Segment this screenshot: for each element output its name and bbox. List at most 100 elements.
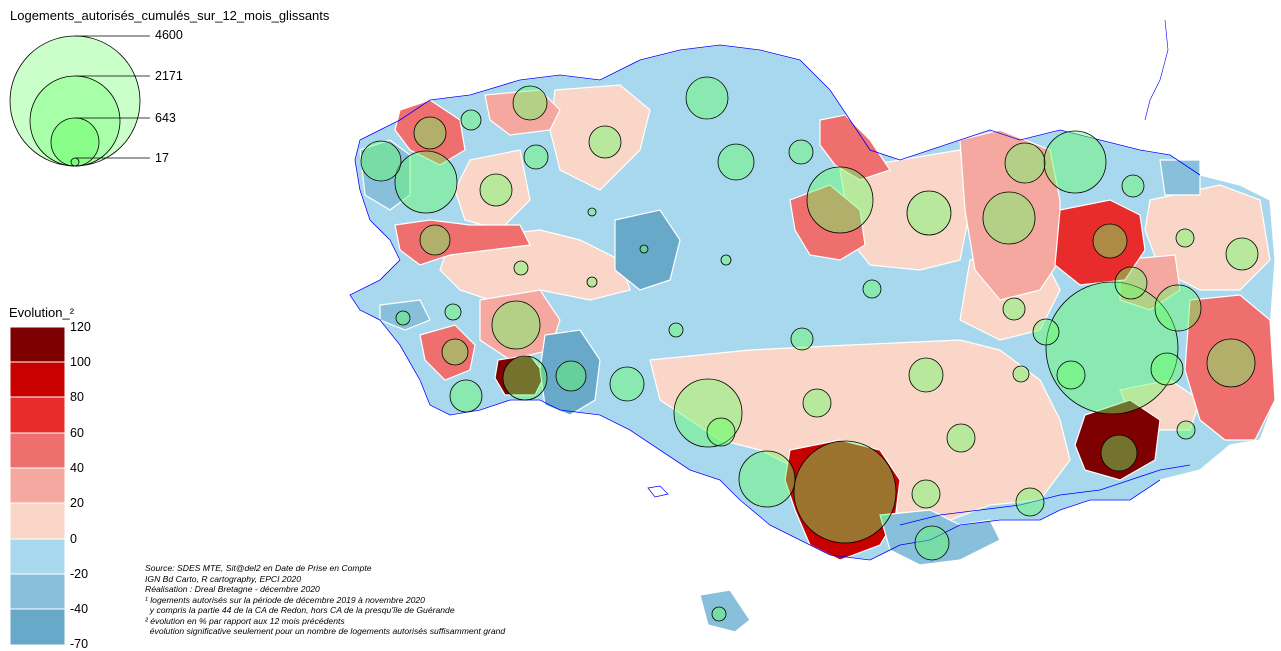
territory-blue-2 — [614, 209, 681, 291]
bubble — [668, 322, 684, 338]
territory-blue-6 — [379, 299, 431, 331]
bubble — [1012, 365, 1030, 383]
territory-blue-7 — [1159, 159, 1201, 196]
bubble — [1175, 228, 1195, 248]
bubble — [1032, 318, 1060, 346]
evo-break-label: 80 — [70, 390, 84, 404]
bubble — [720, 254, 732, 266]
evo-swatch-60-80 — [9, 396, 66, 434]
bubble — [1121, 174, 1145, 198]
bubble — [790, 327, 814, 351]
bubble — [491, 300, 541, 350]
bubble — [502, 355, 548, 401]
bubble — [441, 338, 469, 366]
evo-swatch-20-40 — [9, 467, 66, 504]
bubble — [1150, 352, 1184, 386]
size-legend-circle-17 — [70, 157, 80, 167]
coastline — [349, 44, 1201, 561]
river-loire — [899, 464, 1191, 526]
bubble — [908, 357, 944, 393]
bubble — [1015, 487, 1045, 517]
bubble — [587, 207, 597, 217]
bubble — [1176, 420, 1196, 440]
source-line: ¹ logements autorisés sur la période de … — [145, 594, 425, 605]
bubble — [1002, 297, 1026, 321]
bubble — [1092, 223, 1128, 259]
evo-swatch-m20-0 — [9, 538, 66, 575]
size-legend-label-17: 17 — [155, 151, 169, 165]
bubble — [911, 479, 941, 509]
river-east — [1144, 19, 1169, 121]
bubble — [806, 166, 874, 234]
bubble — [738, 450, 796, 508]
bubble — [1056, 360, 1086, 390]
source-line: IGN Bd Carto, R cartography, EPCI 2020 — [145, 573, 302, 584]
source-line: Réalisation : Dreal Bretagne - décembre … — [145, 584, 320, 594]
bubble — [711, 606, 727, 622]
evo-break-label: 0 — [70, 532, 77, 546]
bubble — [513, 260, 529, 276]
bubble — [413, 116, 447, 150]
island-belle-ile — [647, 485, 669, 498]
evo-break-label: 100 — [70, 355, 91, 369]
bubble — [1045, 281, 1179, 415]
bubble — [588, 125, 622, 159]
source-line: Source: SDES MTE, Sit@del2 en Date de Pr… — [145, 563, 372, 573]
bubble — [1225, 237, 1259, 271]
territory-pink-4 — [1119, 254, 1181, 311]
evo-break-label: 20 — [70, 496, 84, 510]
territory-red-6 — [1184, 294, 1276, 441]
territory-blue-3 — [539, 329, 601, 416]
bubble — [982, 191, 1036, 245]
bubble — [1004, 142, 1046, 184]
evo-break-label: 120 — [70, 320, 91, 334]
bubble — [609, 366, 645, 402]
bubble — [914, 525, 950, 561]
bubble — [523, 144, 549, 170]
evo-swatch-100-120 — [9, 326, 66, 363]
territory-pink-1 — [484, 89, 561, 136]
size-legend-label-2171: 2171 — [155, 69, 183, 83]
bubble — [706, 417, 736, 447]
size-legend-label-4600: 4600 — [155, 28, 183, 42]
territory-red-4 — [789, 184, 866, 261]
evo-break-label: 60 — [70, 426, 84, 440]
evo-swatch-40-60 — [9, 432, 66, 469]
bubble — [1154, 284, 1202, 332]
size-legend-label-643: 643 — [155, 111, 176, 125]
source-line: évolution significative seulement pour u… — [145, 626, 506, 636]
evo-swatch-80-100 — [9, 361, 66, 398]
evo-swatch-m40-m20 — [9, 573, 66, 610]
bubble — [512, 85, 548, 121]
bubble — [1114, 266, 1148, 300]
bubble — [419, 224, 451, 256]
size-legend-circles — [9, 35, 150, 167]
territory-red-3 — [419, 324, 476, 381]
territory-maroon-1 — [1074, 399, 1161, 481]
bubbles — [360, 76, 1259, 622]
territory-dark-red-coast — [784, 439, 901, 561]
territory-pale-2 — [549, 84, 651, 191]
bubble — [793, 440, 897, 544]
bubble — [788, 139, 814, 165]
evo-break-label: -70 — [70, 637, 89, 651]
bubble — [685, 76, 729, 120]
evo-break-label: -20 — [70, 567, 89, 581]
bubble — [586, 276, 598, 288]
territory-pink-2 — [959, 129, 1061, 301]
bubble — [395, 310, 411, 326]
source-line: y compris la partie 44 de la CA de Redon… — [145, 605, 455, 615]
bubble — [449, 379, 483, 413]
bubble — [717, 143, 755, 181]
evolution-legend-swatches — [9, 326, 66, 646]
territory-blue-1 — [359, 139, 411, 211]
bubble — [460, 109, 482, 131]
bubble — [802, 388, 832, 418]
evolution-legend-title: Evolution_² — [9, 305, 75, 320]
source-notes: Source: SDES MTE, Sit@del2 en Date de Pr… — [145, 563, 505, 637]
bubble — [1206, 338, 1256, 388]
bubble — [906, 190, 952, 236]
source-line: ² évolution en % par rapport aux 12 mois… — [145, 615, 345, 626]
bubble — [555, 360, 587, 392]
